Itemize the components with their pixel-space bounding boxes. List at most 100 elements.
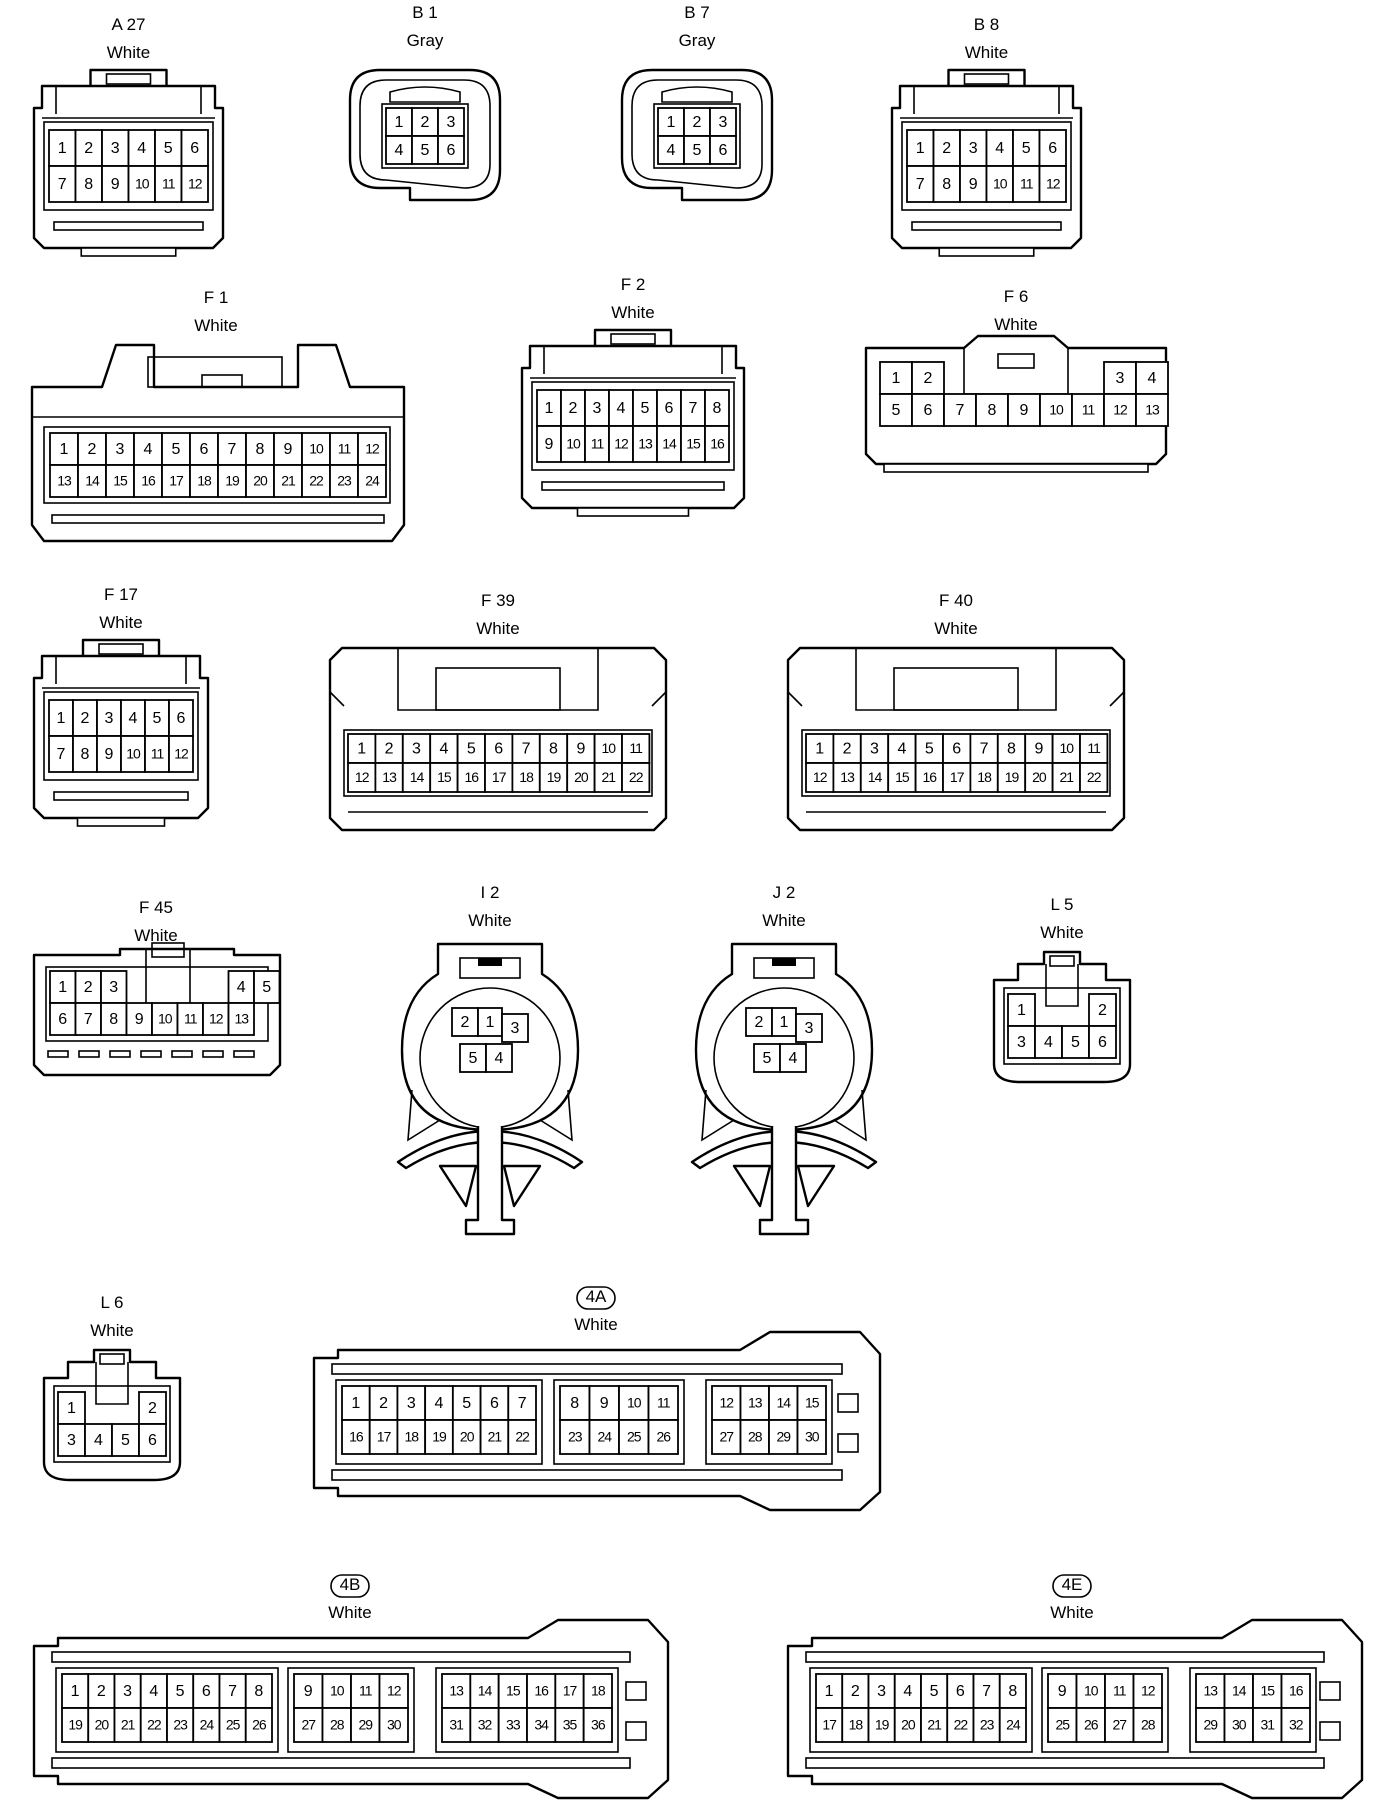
- housing-detail: [530, 346, 736, 379]
- connector-label: F 6: [1004, 287, 1029, 306]
- connector-color-label: White: [90, 1321, 133, 1340]
- pin-cavity: [497, 1707, 528, 1743]
- latch: [99, 1353, 125, 1365]
- pin-number: 5: [176, 1683, 185, 1700]
- pin-number: 7: [916, 176, 925, 193]
- pin-cavity: [796, 1419, 827, 1455]
- bottom-rib: [47, 1050, 69, 1058]
- pin-number: 23: [173, 1717, 188, 1733]
- clip-post: [464, 1126, 516, 1236]
- pin-number: 3: [719, 114, 728, 131]
- pin-frame: [801, 729, 1111, 797]
- connector-color-label: White: [194, 316, 237, 335]
- pin-number: 4: [1044, 1034, 1053, 1051]
- pin-cavity: [841, 1673, 870, 1709]
- pin-cavity: [1088, 993, 1117, 1027]
- pin-frame: [381, 103, 469, 169]
- pin-number: 17: [822, 1717, 837, 1733]
- pin-number: 2: [843, 741, 852, 758]
- pin-cavity: [378, 1707, 409, 1743]
- pin-number: 10: [1060, 740, 1075, 756]
- pin-cavity: [859, 733, 890, 764]
- pin-cavity: [253, 970, 281, 1004]
- pin-number: 4: [149, 1683, 158, 1700]
- pin-number: 1: [545, 400, 554, 417]
- pin-cavity: [120, 699, 146, 737]
- pin-number: 1: [60, 441, 69, 458]
- pin-number: 26: [252, 1717, 267, 1733]
- connector-label: J 2: [773, 883, 796, 902]
- side-lock: [625, 1681, 647, 1701]
- pin-number: 9: [135, 1011, 144, 1028]
- pin-number: 23: [568, 1429, 583, 1445]
- pin-number: 11: [1020, 176, 1034, 192]
- pin-cavity: [893, 1673, 922, 1709]
- pin-number: 4: [1148, 370, 1157, 387]
- connector-label: F 40: [939, 591, 973, 610]
- pin-number: 12: [188, 176, 203, 192]
- pin-cavity: [329, 464, 359, 498]
- pin-number: 11: [591, 436, 605, 452]
- bottom-rib: [233, 1050, 255, 1058]
- pin-number: 24: [365, 473, 380, 489]
- pin-number: 16: [465, 769, 480, 785]
- latch: [151, 942, 185, 958]
- pin-number: 16: [710, 436, 725, 452]
- pin-number: 14: [776, 1395, 791, 1411]
- pin-cavity: [479, 1385, 510, 1421]
- pin-number: 13: [449, 1683, 464, 1699]
- latch: [389, 86, 461, 103]
- pin-number: 18: [519, 769, 534, 785]
- pin-block: [809, 1667, 1033, 1753]
- pin-number: 9: [600, 1395, 609, 1412]
- pin-cavity: [1038, 129, 1067, 167]
- pin-cavity: [244, 1707, 273, 1743]
- pin-cavity: [227, 1002, 255, 1036]
- connector-color-label: White: [1050, 1603, 1093, 1622]
- pin-cavity: [347, 733, 377, 764]
- housing-detail: [42, 656, 200, 689]
- pin-cavity: [301, 464, 331, 498]
- pin-cavity: [554, 1707, 585, 1743]
- pin-cavity: [437, 135, 465, 165]
- pin-cavity: [374, 733, 404, 764]
- latch-window: [610, 333, 656, 345]
- pin-number: 25: [627, 1429, 642, 1445]
- pin-cavity: [396, 1385, 427, 1421]
- bottom-rib: [911, 221, 1062, 231]
- pin-cavity: [273, 432, 303, 466]
- pin-number: 25: [226, 1717, 241, 1733]
- pin-number: 19: [547, 769, 562, 785]
- pin-number: 20: [574, 769, 589, 785]
- pin-block: [1189, 1667, 1317, 1753]
- pin-number: 6: [494, 741, 503, 758]
- pin-cavity: [87, 1707, 116, 1743]
- pin-number: 5: [164, 140, 173, 157]
- pin-number: 5: [930, 1683, 939, 1700]
- pin-number: 2: [97, 1683, 106, 1700]
- pin-number: 1: [357, 741, 366, 758]
- pin-cavity: [768, 1419, 799, 1455]
- pin-cavity: [477, 1007, 503, 1037]
- pin-cavity: [61, 1707, 90, 1743]
- pin-cavity: [451, 1419, 482, 1455]
- pin-number: 12: [365, 441, 380, 457]
- pin-number: 5: [693, 142, 702, 159]
- pin-cavity: [859, 762, 890, 793]
- pin-number: 17: [563, 1683, 578, 1699]
- clip-barb: [438, 1164, 542, 1208]
- pin-cavity: [1280, 1707, 1311, 1743]
- pin-number: 1: [916, 140, 925, 157]
- pin-cavity: [218, 1707, 247, 1743]
- pin-number: 3: [1116, 370, 1125, 387]
- pin-cavity: [1012, 165, 1041, 203]
- housing-inner: [359, 79, 491, 189]
- pin-cavity: [451, 1007, 479, 1037]
- latch: [435, 667, 561, 711]
- pin-cavity: [996, 762, 1027, 793]
